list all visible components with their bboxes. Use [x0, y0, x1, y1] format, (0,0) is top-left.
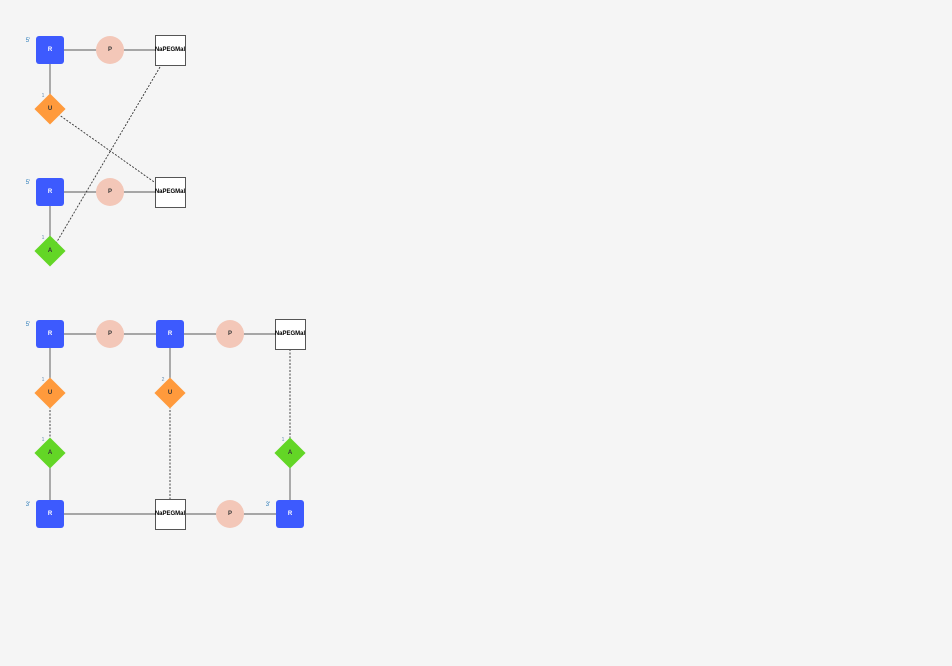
svg-text:NaPEGMal: NaPEGMal [155, 189, 186, 195]
structure-2: 5' R P NaPEGMal A 1 [26, 177, 186, 267]
phosphate-node: P [96, 36, 124, 64]
svg-text:R: R [48, 331, 53, 337]
svg-text:1: 1 [42, 93, 45, 99]
svg-text:R: R [288, 511, 293, 517]
phosphate-node: P [96, 320, 124, 348]
ribose-node: R [36, 178, 64, 206]
ribose-node: R [36, 500, 64, 528]
svg-text:1: 1 [42, 235, 45, 241]
three-prime-label: 3' [266, 502, 270, 508]
phosphate-node: P [96, 178, 124, 206]
svg-text:P: P [108, 189, 112, 195]
svg-text:NaPEGMal: NaPEGMal [155, 47, 186, 53]
phosphate-node: P [216, 500, 244, 528]
base-u-node: U 2 [154, 377, 186, 409]
structure-3: 5' R P R P NaPEGMal U 1 U 2 [26, 319, 306, 530]
svg-text:NaPEGMal: NaPEGMal [275, 331, 306, 337]
base-a-node: A 1 [34, 437, 66, 469]
ribose-node: R [276, 500, 304, 528]
svg-text:R: R [168, 331, 173, 337]
base-a-node: A 1 [274, 437, 306, 469]
phosphate-node: P [216, 320, 244, 348]
svg-text:R: R [48, 511, 53, 517]
svg-text:U: U [168, 390, 172, 396]
svg-text:U: U [48, 106, 52, 112]
base-u-node: U 1 [34, 377, 66, 409]
svg-text:P: P [228, 331, 232, 337]
svg-text:U: U [48, 390, 52, 396]
svg-text:NaPEGMal: NaPEGMal [155, 511, 186, 517]
svg-text:1: 1 [282, 437, 285, 443]
svg-text:A: A [48, 248, 53, 254]
three-prime-label: 3' [26, 502, 30, 508]
svg-text:1: 1 [42, 437, 45, 443]
ribose-node: R [156, 320, 184, 348]
five-prime-label: 5' [26, 322, 30, 328]
modification-node: NaPEGMal [275, 319, 306, 350]
svg-text:2: 2 [162, 377, 165, 383]
pairing-lines [49, 66, 291, 500]
svg-text:A: A [48, 450, 53, 456]
svg-text:R: R [48, 47, 53, 53]
five-prime-label: 5' [26, 180, 30, 186]
svg-text:P: P [108, 47, 112, 53]
svg-text:A: A [288, 450, 293, 456]
modification-node: NaPEGMal [155, 499, 186, 530]
modification-node: NaPEGMal [155, 177, 186, 208]
ribose-node: R [36, 36, 64, 64]
modification-node: NaPEGMal [155, 35, 186, 66]
five-prime-label: 5' [26, 38, 30, 44]
structure-1: 5' R P NaPEGMal U 1 [26, 35, 186, 125]
base-a-node: A 1 [34, 235, 66, 267]
svg-text:1: 1 [42, 377, 45, 383]
ribose-node: R [36, 320, 64, 348]
svg-text:R: R [48, 189, 53, 195]
base-u-node: U 1 [34, 93, 66, 125]
backbone-lines [49, 49, 291, 515]
svg-text:P: P [228, 511, 232, 517]
svg-text:P: P [108, 331, 112, 337]
